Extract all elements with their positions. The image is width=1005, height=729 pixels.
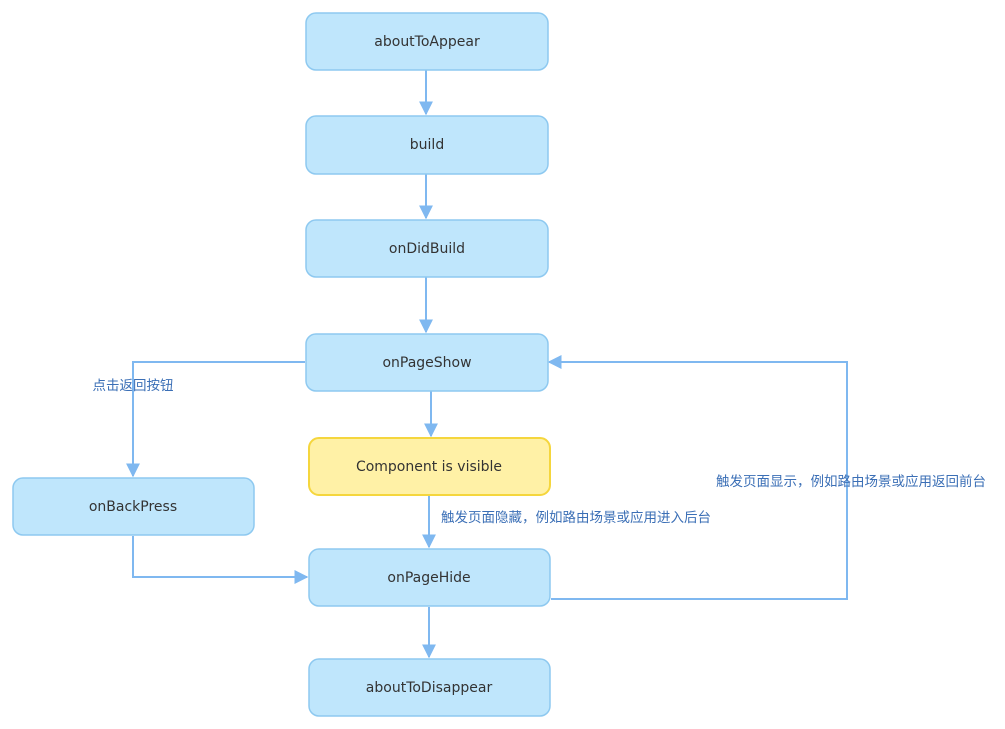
- node-label: build: [410, 137, 444, 153]
- edge-label-page-shown: 触发页面显示，例如路由场景或应用返回前台: [716, 473, 986, 490]
- edge-label-page-hidden: 触发页面隐藏，例如路由场景或应用进入后台: [441, 509, 711, 526]
- node-on-page-show: onPageShow: [305, 333, 549, 392]
- node-label: Component is visible: [356, 459, 502, 475]
- node-about-to-disappear: aboutToDisappear: [308, 658, 551, 717]
- node-label: onPageShow: [382, 355, 471, 371]
- node-label: aboutToAppear: [374, 34, 480, 50]
- node-about-to-appear: aboutToAppear: [305, 12, 549, 71]
- node-build: build: [305, 115, 549, 175]
- node-label: onDidBuild: [389, 241, 465, 257]
- node-on-did-build: onDidBuild: [305, 219, 549, 278]
- node-on-back-press: onBackPress: [12, 477, 255, 536]
- node-label: onPageHide: [387, 570, 470, 586]
- edge-backpress-to-pagehide: [132, 536, 309, 584]
- node-label: onBackPress: [89, 499, 177, 515]
- node-on-page-hide: onPageHide: [308, 548, 551, 607]
- edge-label-back-button: 点击返回按钮: [93, 378, 174, 394]
- edge-pageshow-to-backpress: [126, 361, 305, 478]
- node-label: aboutToDisappear: [366, 680, 493, 696]
- node-component-visible: Component is visible: [308, 437, 551, 496]
- edges: [126, 70, 848, 659]
- edge-pagehide-to-pageshow: [547, 355, 848, 600]
